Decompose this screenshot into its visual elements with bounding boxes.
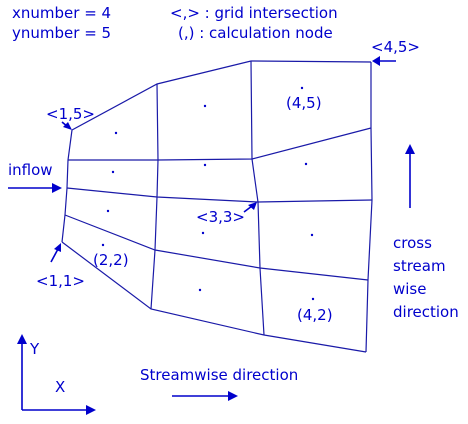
grid-line-i4 [365, 62, 373, 353]
legend-ynumber: ynumber = 5 [12, 24, 111, 42]
inflow-label: inflow [8, 161, 53, 179]
node-dot [111, 170, 115, 174]
grid-line-i1 [61, 129, 73, 243]
intersection-label-1-1: <1,1> [36, 272, 85, 290]
grid-line-j3 [66, 187, 373, 203]
coordinate-axes [17, 334, 96, 415]
intersection-label-1-5: <1,5> [46, 105, 95, 123]
node-dot [310, 233, 314, 237]
node-dot [311, 297, 315, 301]
intersection-label-3-3: <3,3> [196, 208, 245, 226]
node-dot [203, 104, 207, 108]
x-axis-arrowhead [86, 405, 96, 415]
computational-grid [61, 60, 373, 353]
pointer-arrow-1-1 [50, 243, 61, 263]
node-dot [203, 163, 207, 167]
pointer-arrow-4-5 [372, 56, 396, 66]
node-dot [198, 288, 202, 292]
streamwise-label: Streamwise direction [140, 366, 298, 384]
grid-line-i3 [250, 60, 265, 336]
pointer-arrow-1-5 [61, 121, 72, 130]
axis-label-x: X [55, 378, 65, 396]
cross-stream-arrow [405, 144, 415, 208]
node-label-2-2: (2,2) [93, 251, 129, 269]
node-label-4-2: (4,2) [297, 306, 333, 324]
node-label-4-5: (4,5) [286, 94, 322, 112]
cross-stream-label-4: direction [393, 303, 459, 321]
node-dot [114, 131, 118, 135]
node-dot [201, 231, 205, 235]
streamwise-arrow [172, 391, 238, 401]
grid-line-j2 [64, 214, 369, 281]
axis-label-y: Y [29, 340, 40, 358]
y-axis-arrowhead [17, 334, 27, 344]
legend-xnumber: xnumber = 4 [12, 4, 111, 22]
node-dot [106, 209, 110, 213]
cross-stream-label-1: cross [393, 234, 432, 252]
cross-stream-label-3: wise [393, 280, 426, 298]
grid-line-j4 [68, 127, 372, 161]
node-dot [101, 243, 105, 247]
grid-line-j5 [71, 60, 372, 131]
legend-grid-intersection: <,> : grid intersection [170, 4, 338, 22]
grid-line-j1 [61, 241, 367, 353]
legend-calculation-node: (,) : calculation node [178, 24, 333, 42]
cross-stream-label-2: stream [393, 257, 446, 275]
node-dot [300, 86, 304, 90]
calculation-nodes [101, 86, 315, 301]
node-dot [304, 162, 308, 166]
pointer-arrow-3-3 [243, 202, 257, 213]
inflow-arrow [8, 183, 62, 193]
intersection-label-4-5: <4,5> [371, 38, 420, 56]
